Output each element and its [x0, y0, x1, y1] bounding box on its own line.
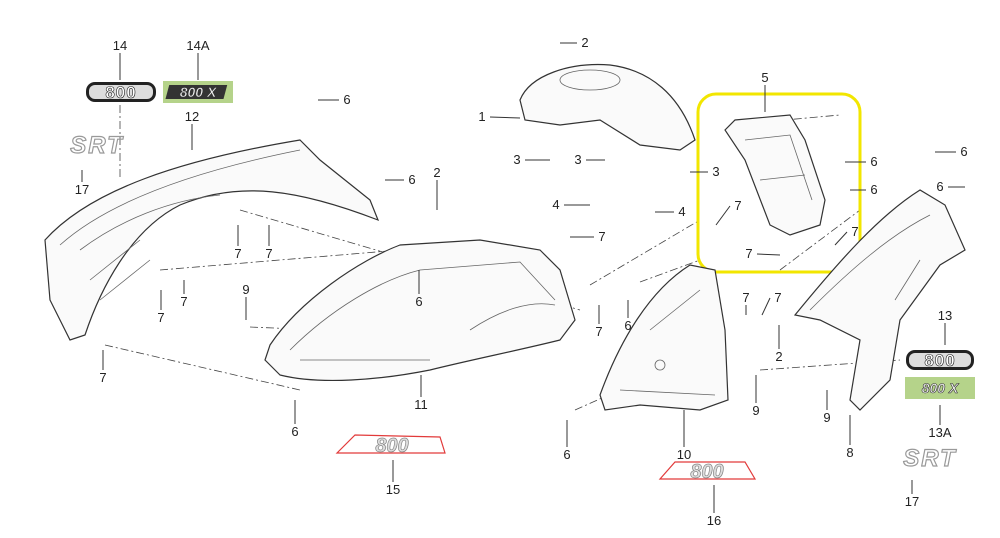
callout-number[interactable]: 12 [185, 109, 199, 124]
callout-number[interactable]: 5 [761, 70, 768, 85]
svg-text:800 X: 800 X [922, 380, 960, 396]
inner-cover-5[interactable] [724, 114, 826, 236]
tank-cover-1[interactable] [519, 63, 696, 151]
callout-number[interactable]: 17 [75, 182, 89, 197]
leader-line [489, 116, 521, 119]
leader-line [756, 253, 781, 256]
callout-number[interactable]: 14A [186, 38, 209, 53]
callout-number[interactable]: 6 [563, 447, 570, 462]
callout-number[interactable]: 2 [433, 165, 440, 180]
callout-number[interactable]: 6 [624, 318, 631, 333]
callout-number[interactable]: 3 [574, 152, 581, 167]
callout-number[interactable]: 6 [936, 179, 943, 194]
callout-number[interactable]: 6 [870, 182, 877, 197]
callout-number[interactable]: 8 [846, 445, 853, 460]
callout-number[interactable]: 17 [905, 494, 919, 509]
callout-number[interactable]: 6 [291, 424, 298, 439]
right-side-cover-8[interactable] [793, 189, 966, 411]
badge-13: 800 [906, 350, 974, 370]
leader-line [834, 231, 848, 246]
callout-number[interactable]: 7 [157, 310, 164, 325]
callout-number[interactable]: 6 [415, 294, 422, 309]
highlight-box [696, 92, 862, 274]
callout-number[interactable]: 6 [343, 92, 350, 107]
badge-13a: 800 X [905, 377, 975, 399]
decal-16: 800 [658, 461, 757, 483]
callout-number[interactable]: 7 [234, 246, 241, 261]
callout-number[interactable]: 2 [581, 35, 588, 50]
badge-14a: 800 X [163, 81, 233, 103]
callout-number[interactable]: 6 [870, 154, 877, 169]
callout-number[interactable]: 15 [386, 482, 400, 497]
callout-number[interactable]: 7 [265, 246, 272, 261]
callout-number[interactable]: 14 [113, 38, 127, 53]
callout-number[interactable]: 6 [960, 144, 967, 159]
callout-number[interactable]: 9 [823, 410, 830, 425]
callout-number[interactable]: 9 [752, 403, 759, 418]
callout-number[interactable]: 7 [742, 290, 749, 305]
left-side-cover-12[interactable] [44, 139, 380, 341]
callout-number[interactable]: 1 [478, 109, 485, 124]
callout-number[interactable]: 4 [552, 197, 559, 212]
leader-line [715, 205, 731, 226]
callout-number[interactable]: 7 [99, 370, 106, 385]
srt-logo-right: SRT [903, 445, 957, 472]
callout-number[interactable]: 10 [677, 447, 691, 462]
leader-line [761, 297, 771, 316]
svg-text:800: 800 [924, 351, 955, 370]
svg-text:800: 800 [690, 461, 723, 483]
callout-number[interactable]: 3 [712, 164, 719, 179]
decal-15: 800 [335, 434, 446, 457]
callout-number[interactable]: 6 [408, 172, 415, 187]
callout-number[interactable]: 7 [180, 294, 187, 309]
srt-logo-left: SRT [70, 132, 124, 159]
callout-number[interactable]: 7 [598, 229, 605, 244]
callout-number[interactable]: 9 [242, 282, 249, 297]
callout-number[interactable]: 13A [928, 425, 951, 440]
callout-number[interactable]: 7 [851, 224, 858, 239]
svg-text:800: 800 [105, 83, 136, 102]
callout-number[interactable]: 2 [775, 349, 782, 364]
front-inner-cover-10[interactable] [599, 264, 729, 411]
callout-number[interactable]: 4 [678, 204, 685, 219]
callout-number[interactable]: 3 [513, 152, 520, 167]
badge-14: 800 [86, 82, 156, 102]
inner-panel-11[interactable] [264, 239, 576, 382]
callout-number[interactable]: 7 [734, 198, 741, 213]
svg-text:800 X: 800 X [180, 84, 218, 100]
callout-number[interactable]: 7 [595, 324, 602, 339]
callout-number[interactable]: 7 [774, 290, 781, 305]
svg-text:800: 800 [375, 435, 408, 457]
callout-number[interactable]: 13 [938, 308, 952, 323]
callout-number[interactable]: 11 [414, 397, 428, 412]
callout-number[interactable]: 16 [707, 513, 721, 528]
callout-number[interactable]: 7 [745, 246, 752, 261]
